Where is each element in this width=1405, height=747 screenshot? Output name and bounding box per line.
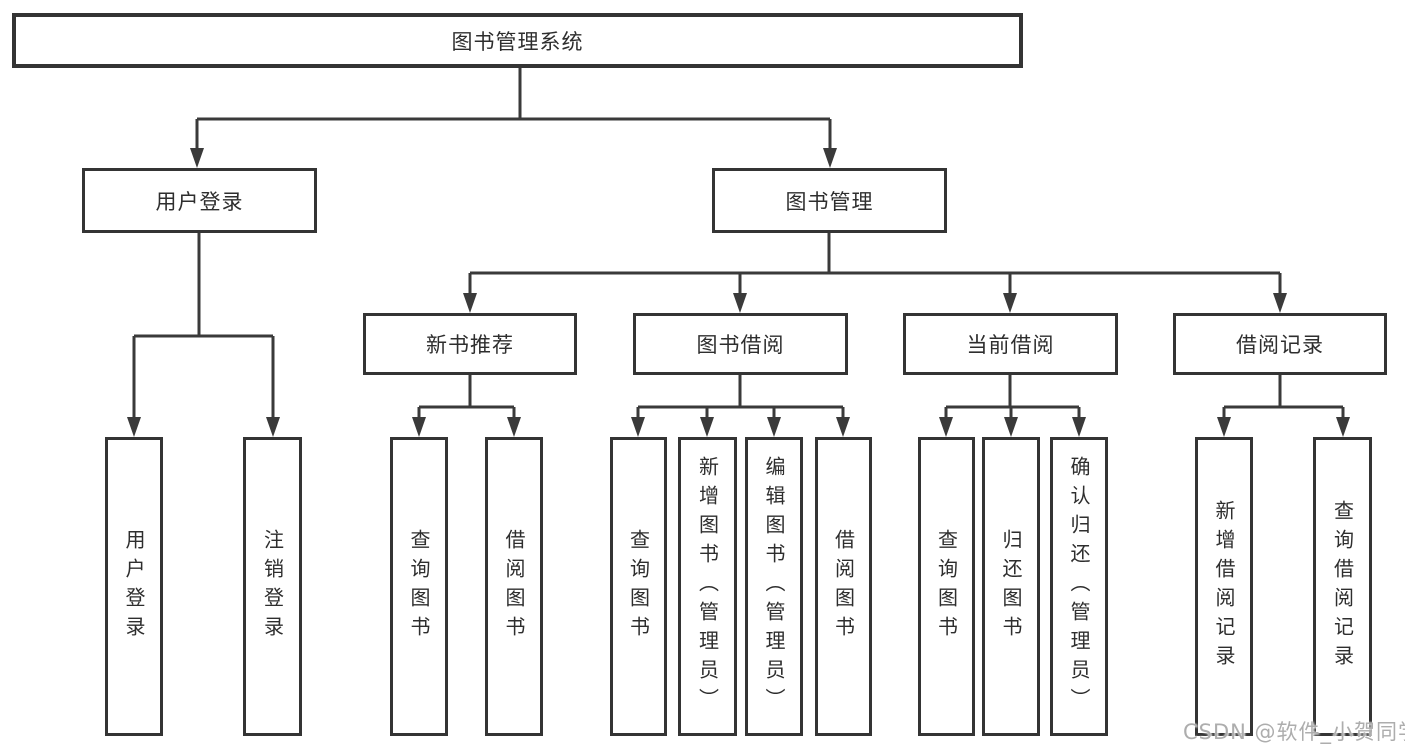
node-label: 图书借阅 (696, 333, 785, 357)
leaf-label: 查询图书 (934, 528, 959, 645)
node-current-borrowing: 当前借阅 (903, 313, 1118, 375)
leaf-label: 查询图书 (626, 528, 651, 645)
leaf-add-books-admin: 新增图书（管理员） (678, 437, 737, 736)
leaf-label: 确认归还（管理员） (1067, 456, 1091, 717)
node-label: 借阅记录 (1236, 333, 1324, 357)
leaf-confirm-return-admin: 确认归还（管理员） (1050, 437, 1108, 736)
node-book-management: 图书管理 (712, 168, 947, 233)
leaf-label: 注销登录 (260, 528, 285, 645)
leaf-query-borrow-record: 查询借阅记录 (1313, 437, 1372, 736)
leaf-borrow-books: 借阅图书 (815, 437, 872, 736)
node-label: 当前借阅 (966, 333, 1055, 357)
leaf-add-borrow-record: 新增借阅记录 (1195, 437, 1253, 736)
leaf-logout: 注销登录 (243, 437, 302, 736)
node-label: 用户登录 (155, 189, 244, 214)
leaf-label: 归还图书 (999, 528, 1023, 645)
leaf-query-books-current: 查询图书 (918, 437, 975, 736)
leaf-label: 查询图书 (407, 528, 431, 645)
leaf-user-login: 用户登录 (105, 437, 163, 736)
node-library-management-system: 图书管理系统 (12, 13, 1023, 68)
csdn-watermark: CSDN @软件_小贺同学 (1183, 720, 1405, 744)
node-user-login: 用户登录 (82, 168, 317, 233)
leaf-label: 用户登录 (122, 528, 146, 645)
leaf-label: 新增借阅记录 (1212, 499, 1236, 674)
leaf-return-books: 归还图书 (982, 437, 1040, 736)
node-borrowing-records: 借阅记录 (1173, 313, 1387, 375)
node-book-borrowing: 图书借阅 (633, 313, 848, 375)
leaf-query-books-recommend: 查询图书 (390, 437, 448, 736)
leaf-label: 借阅图书 (831, 528, 856, 645)
leaf-label: 编辑图书（管理员） (762, 456, 786, 717)
leaf-edit-books-admin: 编辑图书（管理员） (745, 437, 803, 736)
leaf-borrow-books-recommend: 借阅图书 (485, 437, 543, 736)
node-label: 图书管理系统 (451, 29, 584, 54)
leaf-label: 查询借阅记录 (1330, 499, 1355, 674)
leaf-query-books-borrow: 查询图书 (610, 437, 667, 736)
leaf-label: 新增图书（管理员） (695, 456, 720, 717)
node-label: 图书管理 (785, 189, 874, 214)
node-label: 新书推荐 (426, 333, 514, 357)
node-new-book-recommend: 新书推荐 (363, 313, 577, 375)
leaf-label: 借阅图书 (502, 528, 526, 645)
